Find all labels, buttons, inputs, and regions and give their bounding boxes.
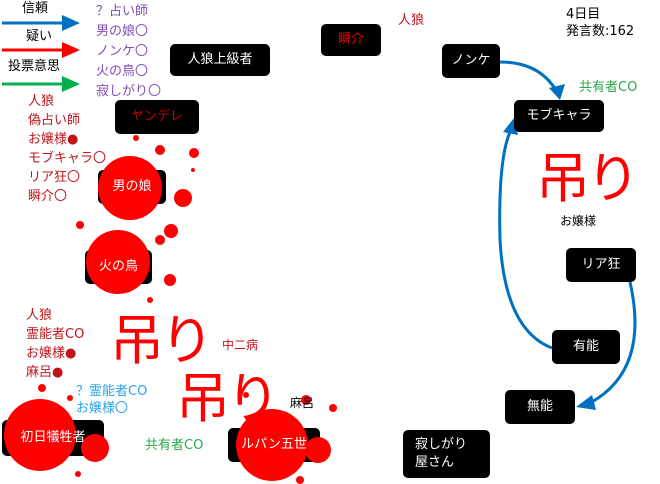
blue-claim-list: ？霊能者CO お嬢様〇 <box>76 383 147 417</box>
node-shunsuke[interactable]: 瞬介 <box>321 24 381 56</box>
list-item: 偽占い師 <box>28 113 81 128</box>
trust-arrow-yuunou-mob <box>498 131 553 350</box>
legend-trust-label: 信頼 <box>22 1 49 16</box>
node-mob[interactable]: モブキャラ <box>514 100 604 132</box>
list-item: モブキャラ〇 <box>28 151 107 166</box>
legend-doubt-arrow <box>2 42 80 58</box>
shunsuke-role: 人狼 <box>398 13 425 28</box>
list-item: 男の娘〇 <box>96 24 149 39</box>
lupin-co-label: 共有者CO <box>145 438 204 453</box>
list-item: 火の鳥〇 <box>96 64 149 79</box>
list-item: 人狼 <box>26 308 53 323</box>
list-item: ノンケ〇 <box>96 44 149 59</box>
list-item: 瞬介〇 <box>28 189 68 204</box>
legend-doubt-label: 疑い <box>26 29 53 44</box>
list-item: 麻呂● <box>26 365 64 380</box>
legend-vote-arrow <box>2 76 80 92</box>
hang-target-mob: お嬢様 <box>560 214 597 228</box>
mob-co-label: 共有者CO <box>579 80 638 95</box>
list-item: 寂しがり〇 <box>96 84 162 99</box>
hang-target-maro: 麻呂 <box>290 396 315 410</box>
node-yandere[interactable]: ヤンデレ <box>115 100 199 134</box>
list-item: 霊能者CO <box>26 327 85 342</box>
node-munou[interactable]: 無能 <box>505 390 575 424</box>
list-item: お嬢様● <box>26 346 77 361</box>
otokonoko-label: 男の娘 <box>112 179 152 194</box>
day-label: 4日目 <box>566 7 601 22</box>
node-nonke[interactable]: ノンケ <box>442 44 500 78</box>
arrowhead-icon <box>549 84 565 100</box>
red-claim-list-bottom: 人狼 霊能者CO お嬢様● 麻呂● <box>26 306 84 382</box>
list-item: お嬢様〇 <box>76 401 129 416</box>
trust-arrow-riakyo-munou <box>589 281 637 405</box>
list-item: 人狼 <box>28 94 55 109</box>
shonichi-label: 初日犠牲者 <box>20 430 86 445</box>
lupin-label: ルパン五世 <box>241 437 307 452</box>
purple-claim-list: ？占い師 男の娘〇 ノンケ〇 火の鳥〇 寂しがり〇 <box>96 2 161 102</box>
node-riakyo[interactable]: リア狂 <box>566 248 636 282</box>
hinotori-label: 火の鳥 <box>98 259 138 274</box>
list-item: ？占い師 <box>96 4 149 19</box>
list-item: お嬢様● <box>28 132 79 147</box>
node-sabishigari[interactable]: 寂しがり 屋さん <box>403 430 490 478</box>
list-item: リア狂〇 <box>28 170 81 185</box>
hang-stamp-mob: 吊り <box>536 147 640 210</box>
node-jinro-joukyu[interactable]: 人狼上級者 <box>170 44 270 76</box>
hang-target-chuunibyou: 中二病 <box>222 338 259 352</box>
trust-arrow-nonke-mob <box>499 60 559 93</box>
legend-trust-arrow <box>2 15 80 31</box>
arrowhead-icon <box>576 395 596 410</box>
post-count: 発言数:162 <box>566 24 635 39</box>
node-yuunou[interactable]: 有能 <box>552 330 620 364</box>
hang-stamp-maro: 吊り <box>176 367 280 430</box>
list-item: ？霊能者CO <box>76 384 148 399</box>
legend-vote-label: 投票意思 <box>8 59 61 74</box>
hang-stamp-chuunibyou: 吊り <box>110 309 214 372</box>
red-claim-list-top: 人狼 偽占い師 お嬢様● モブキャラ〇 リア狂〇 瞬介〇 <box>28 92 106 206</box>
